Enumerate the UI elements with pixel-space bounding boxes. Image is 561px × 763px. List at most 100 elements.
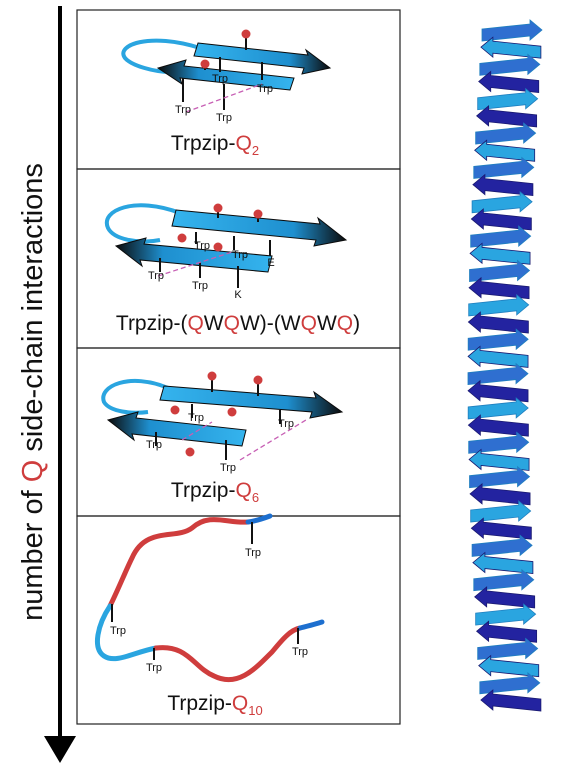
panel-frame-4	[76, 515, 401, 725]
trp-label: Trp	[188, 412, 204, 424]
trp-label: Trp	[212, 73, 228, 85]
panel-label-2: Trpzip-(QWQW)-(WQWQ)	[116, 312, 360, 335]
fibril-strand	[468, 431, 530, 454]
fibril-strand	[471, 190, 533, 214]
fibril-strand	[467, 328, 529, 351]
fibril-strand	[473, 568, 535, 592]
chain-segment-start	[94, 603, 159, 662]
trp-label: Trp	[245, 547, 261, 559]
beta-strand-upper	[193, 42, 332, 75]
fibril-strand	[479, 671, 541, 695]
panel-label-3: Trpzip-Q6	[171, 479, 259, 505]
label-part: W	[317, 312, 337, 335]
trp-label: Trp	[194, 240, 210, 252]
trp-label: Trp	[148, 270, 164, 282]
chain-segment-end	[245, 513, 273, 525]
fibril-strand	[470, 225, 532, 248]
fibril-strand	[480, 36, 542, 59]
fibril-strand	[474, 139, 536, 162]
trp-label: Trp	[220, 462, 236, 474]
fibril-strand	[470, 517, 532, 540]
label-part: W)-(W	[240, 312, 301, 335]
axis-title: number of Q side-chain interactions	[17, 163, 49, 621]
axis-title-suffix: side-chain interactions	[17, 163, 49, 460]
fibril-strand	[477, 87, 539, 111]
trp-label: Trp	[146, 662, 162, 674]
label-main: Trpzip-	[171, 132, 236, 155]
fibril-strand	[477, 637, 539, 660]
beta-strand-lower	[114, 237, 273, 273]
fibril-strand	[468, 448, 530, 471]
cross-strand-contact	[185, 83, 263, 113]
label-main: Trpzip-	[167, 692, 232, 715]
trp-sticks	[159, 232, 271, 288]
beta-strand-lower	[106, 411, 247, 447]
fibril-stack	[467, 19, 543, 712]
chain-segment-end	[297, 619, 325, 631]
trp-label: Trp	[292, 646, 308, 658]
fibril-strand	[469, 242, 531, 265]
panel-3: Trp Trp Trp Trp Trpzip-Q6	[101, 371, 344, 505]
cross-strand-contact	[181, 421, 213, 441]
fibril-strand	[479, 53, 541, 76]
fibril-strand	[469, 482, 531, 506]
fibril-strand	[475, 603, 537, 626]
label-q: Q	[301, 312, 317, 335]
fibril-strand	[467, 345, 529, 368]
axis-title-q: Q	[17, 460, 49, 483]
beta-strand-upper	[159, 385, 344, 419]
fibril-strand	[480, 689, 542, 712]
label-q: Q	[232, 692, 248, 715]
fibril-strand	[481, 19, 543, 42]
beta-strand-lower	[156, 59, 295, 91]
fibril-strand	[475, 122, 537, 145]
panel-4: Trp Trp Trp Trp Trpzip-Q10	[94, 513, 325, 718]
hairpin-loop	[101, 378, 169, 415]
polyq-coil	[153, 625, 303, 683]
label-q: Q	[235, 479, 251, 502]
label-q: Q	[235, 132, 251, 155]
panel-label-1: Trpzip-Q2	[171, 132, 259, 158]
cross-strand-contact	[157, 251, 233, 277]
axis-arrow	[44, 6, 76, 763]
label-subscript: 10	[248, 703, 262, 718]
label-part: )	[353, 312, 360, 335]
q-side-chains	[200, 29, 251, 70]
panel-label-4: Trpzip-Q10	[167, 692, 262, 718]
trp-sticks	[182, 57, 263, 110]
fibril-strand	[471, 534, 533, 557]
label-part: W	[204, 312, 224, 335]
panel-frames	[76, 9, 401, 725]
trp-label: Trp	[146, 439, 162, 451]
fibril-strand	[467, 311, 529, 334]
fibril-strand	[473, 156, 535, 179]
label-subscript: 2	[252, 143, 259, 158]
label-part: Trpzip-(	[116, 312, 188, 335]
fibril-strand	[472, 551, 534, 575]
trp-label: Trp	[192, 280, 208, 292]
hairpin-loop	[104, 203, 181, 244]
trp-label: Trp	[278, 418, 294, 430]
axis-title-prefix: number of	[17, 482, 49, 621]
polyq-coil	[107, 517, 251, 609]
fibril-strand	[470, 500, 532, 523]
label-subscript: 6	[252, 490, 259, 505]
beta-strand-upper	[171, 209, 348, 247]
fibril-strand	[467, 379, 529, 403]
fibril-strand	[478, 654, 540, 678]
fibril-strand	[478, 70, 540, 93]
label-main: Trpzip-	[171, 479, 236, 502]
fibril-strand	[474, 586, 536, 609]
trp-sticks	[111, 522, 299, 660]
q-side-chains	[170, 371, 263, 457]
fibril-strand	[469, 259, 531, 282]
q-side-chains	[177, 203, 263, 252]
trp-label: Trp	[232, 249, 248, 261]
fibril-strand	[467, 362, 529, 386]
panel-2: Trp Trp Trp Trp E K Trpzip-(QWQW)-(WQWQ)	[104, 203, 360, 335]
trp-label: Trp	[175, 104, 191, 116]
trp-label: Trp	[257, 83, 273, 95]
fibril-strand	[476, 620, 538, 643]
fibril-strand	[469, 465, 531, 489]
